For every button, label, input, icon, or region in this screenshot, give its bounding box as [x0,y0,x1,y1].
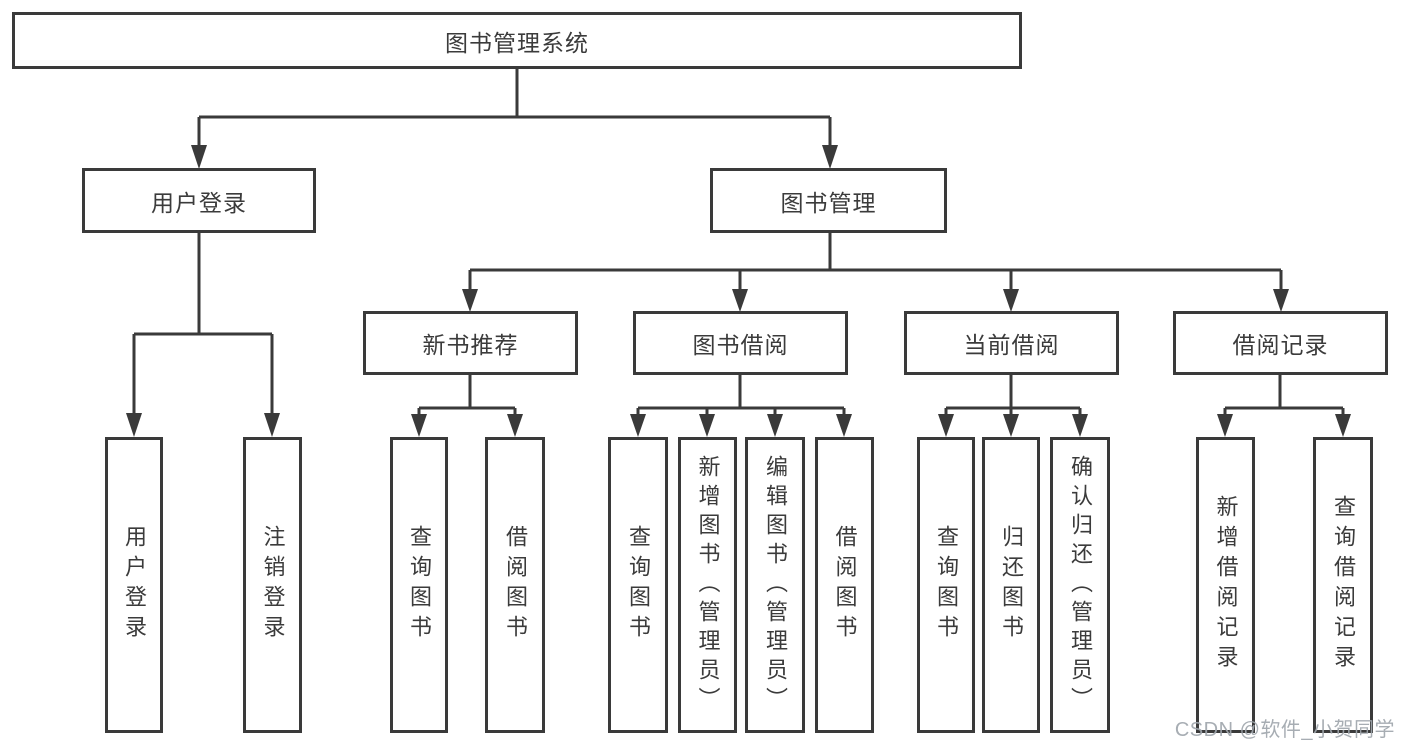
node-label: 查询图书 [626,525,651,645]
node-label: 借阅图书 [503,525,528,645]
leaf-br-add-record: 新增借阅记录 [1196,437,1255,733]
node-label: 新增图书（管理员） [695,454,721,716]
node-label: 查询图书 [407,525,432,645]
connector-new-book-recommend-children [411,375,523,437]
leaf-bb-edit-book: 编辑图书（管理员） [745,437,805,733]
connector-root-to-level1 [191,69,838,169]
node-label: 图书管理系统 [445,29,589,56]
node-label: 归还图书 [999,525,1024,645]
leaf-br-query-record: 查询借阅记录 [1313,437,1373,733]
leaf-logout: 注销登录 [243,437,302,733]
node-label: 图书借阅 [692,332,789,358]
node-root: 图书管理系统 [12,12,1022,69]
node-label: 当前借阅 [963,332,1060,358]
node-label: 确认归还（管理员） [1068,454,1093,716]
node-book-management: 图书管理 [710,168,947,233]
node-label: 用户登录 [122,525,147,645]
leaf-nbr-query-book: 查询图书 [390,437,448,733]
leaf-user-login: 用户登录 [105,437,163,733]
node-label: 新书推荐 [422,332,519,358]
leaf-bb-borrow-book: 借阅图书 [815,437,874,733]
leaf-bb-add-book: 新增图书（管理员） [678,437,737,733]
node-user-login: 用户登录 [82,168,316,233]
node-label: 编辑图书（管理员） [763,454,788,716]
node-label: 借阅图书 [832,525,858,645]
connector-borrow-record-children [1217,375,1351,437]
node-label: 新增借阅记录 [1213,495,1239,675]
leaf-cb-return-book: 归还图书 [982,437,1040,733]
node-new-book-recommend: 新书推荐 [363,311,578,375]
connector-current-borrow-children [938,375,1088,437]
leaf-bb-query-book: 查询图书 [608,437,668,733]
csdn-watermark: CSDN @软件_小贺同学 [1174,719,1395,741]
leaf-cb-confirm-return: 确认归还（管理员） [1050,437,1110,733]
node-book-borrow: 图书借阅 [633,311,848,375]
node-label: 用户登录 [151,189,247,216]
node-label: 查询借阅记录 [1331,495,1356,675]
node-label: 注销登录 [260,525,286,645]
node-borrow-record: 借阅记录 [1173,311,1388,375]
leaf-nbr-borrow-book: 借阅图书 [485,437,545,733]
node-current-borrow: 当前借阅 [904,311,1119,375]
leaf-cb-query-book: 查询图书 [917,437,975,733]
node-label: 图书管理 [780,189,877,216]
connector-book-management-sections [462,233,1289,312]
connector-book-borrow-children [630,375,852,437]
node-label: 查询图书 [934,525,959,645]
node-label: 借阅记录 [1232,332,1329,358]
connector-user-login-children [126,233,280,437]
